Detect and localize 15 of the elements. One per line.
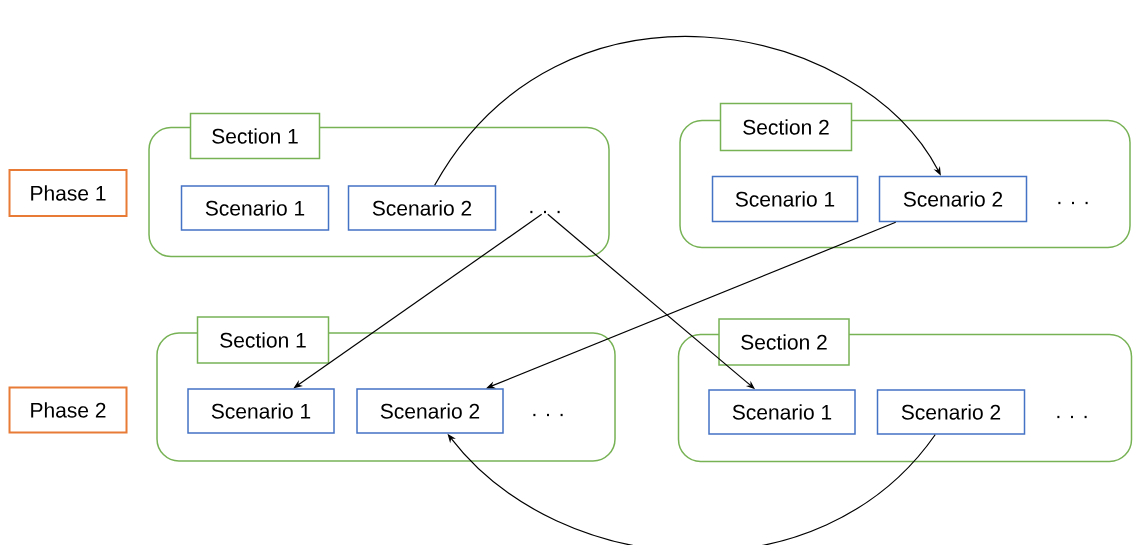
phase-box: Phase 2: [8, 386, 128, 434]
ellipsis: . . .: [533, 413, 563, 417]
ellipsis: . . .: [530, 210, 560, 214]
scenario-box: Scenario 1: [708, 389, 856, 435]
scenario-box: Scenario 1: [711, 175, 859, 223]
scenario-box: Scenario 2: [356, 388, 504, 434]
scenario-box: Scenario 2: [347, 185, 497, 231]
ellipsis: . . .: [1058, 201, 1088, 205]
arrow: [434, 36, 941, 186]
scenario-box: Scenario 1: [187, 388, 335, 434]
scenario-box: Scenario 2: [878, 175, 1028, 223]
scenario-box: Scenario 2: [876, 389, 1026, 435]
phase-box: Phase 1: [8, 169, 128, 217]
scenario-box: Scenario 1: [180, 185, 330, 231]
ellipsis: . . .: [1057, 415, 1087, 419]
